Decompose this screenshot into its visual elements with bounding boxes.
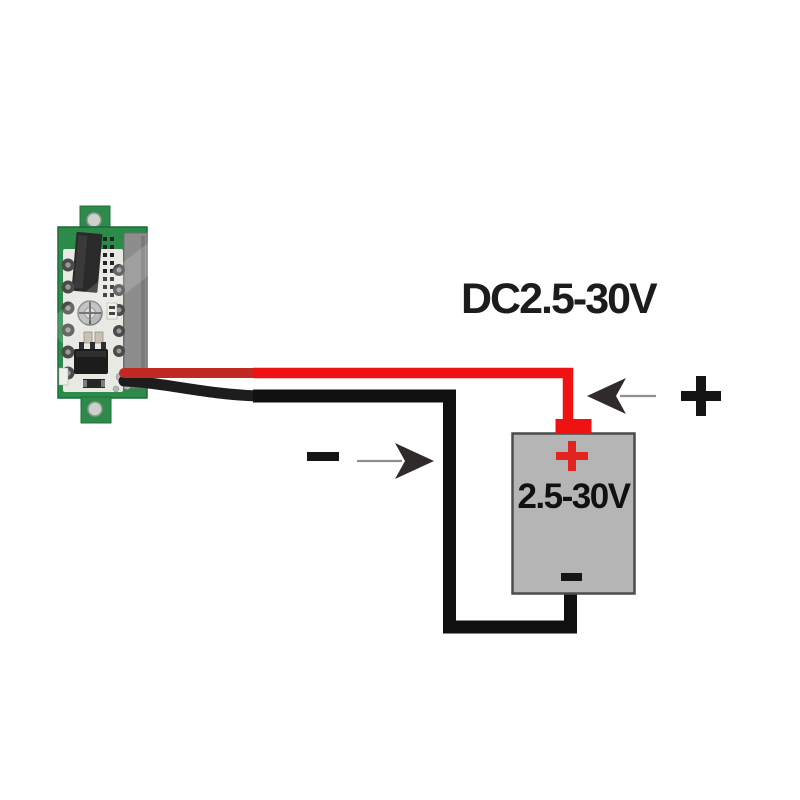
battery-voltage-label: 2.5-30V — [517, 477, 631, 516]
negative-lead-pointer — [357, 443, 434, 479]
positive-lead-pointer — [587, 378, 656, 414]
ic-chip — [71, 232, 103, 293]
solder-pads-right — [113, 264, 125, 357]
mounting-hole-top-icon — [86, 212, 102, 228]
label-mark — [109, 312, 115, 315]
positive-terminal — [555, 419, 592, 434]
potentiometer-icon — [77, 300, 103, 326]
battery-negative-text: − — [561, 573, 562, 574]
positive-wire — [253, 367, 574, 422]
capacitor-icon — [83, 331, 93, 344]
watermark-streak — [45, 242, 165, 344]
voltage-regulator-icon — [74, 342, 108, 374]
battery-positive-symbol: + — [556, 441, 588, 471]
negative-wire-lead — [118, 375, 264, 402]
capacitor-icon — [94, 331, 104, 344]
pin-pads — [103, 237, 114, 297]
positive-lead-text: + — [681, 376, 682, 377]
edge-label — [58, 367, 69, 386]
negative-lead-text: − — [307, 452, 308, 453]
battery-positive-text: + — [556, 441, 557, 442]
negative-lead-symbol: − — [307, 452, 339, 461]
mounting-hole-bottom-icon — [87, 401, 103, 417]
positive-lead-symbol: + — [681, 376, 721, 416]
battery-negative-symbol: − — [561, 573, 582, 581]
smd-component-icon — [83, 379, 105, 388]
label-mark — [109, 306, 115, 309]
arrow-right-icon — [395, 443, 434, 479]
arrow-left-icon — [587, 378, 626, 414]
negative-wire — [253, 389, 577, 634]
plus-bar-vertical — [696, 376, 706, 416]
plus-bar-vertical — [568, 441, 576, 471]
pcb-module — [45, 205, 165, 424]
silkscreen-label — [106, 302, 118, 320]
display-edge-shade — [141, 236, 145, 385]
voltage-range-title: DC2.5-30V — [461, 275, 658, 323]
